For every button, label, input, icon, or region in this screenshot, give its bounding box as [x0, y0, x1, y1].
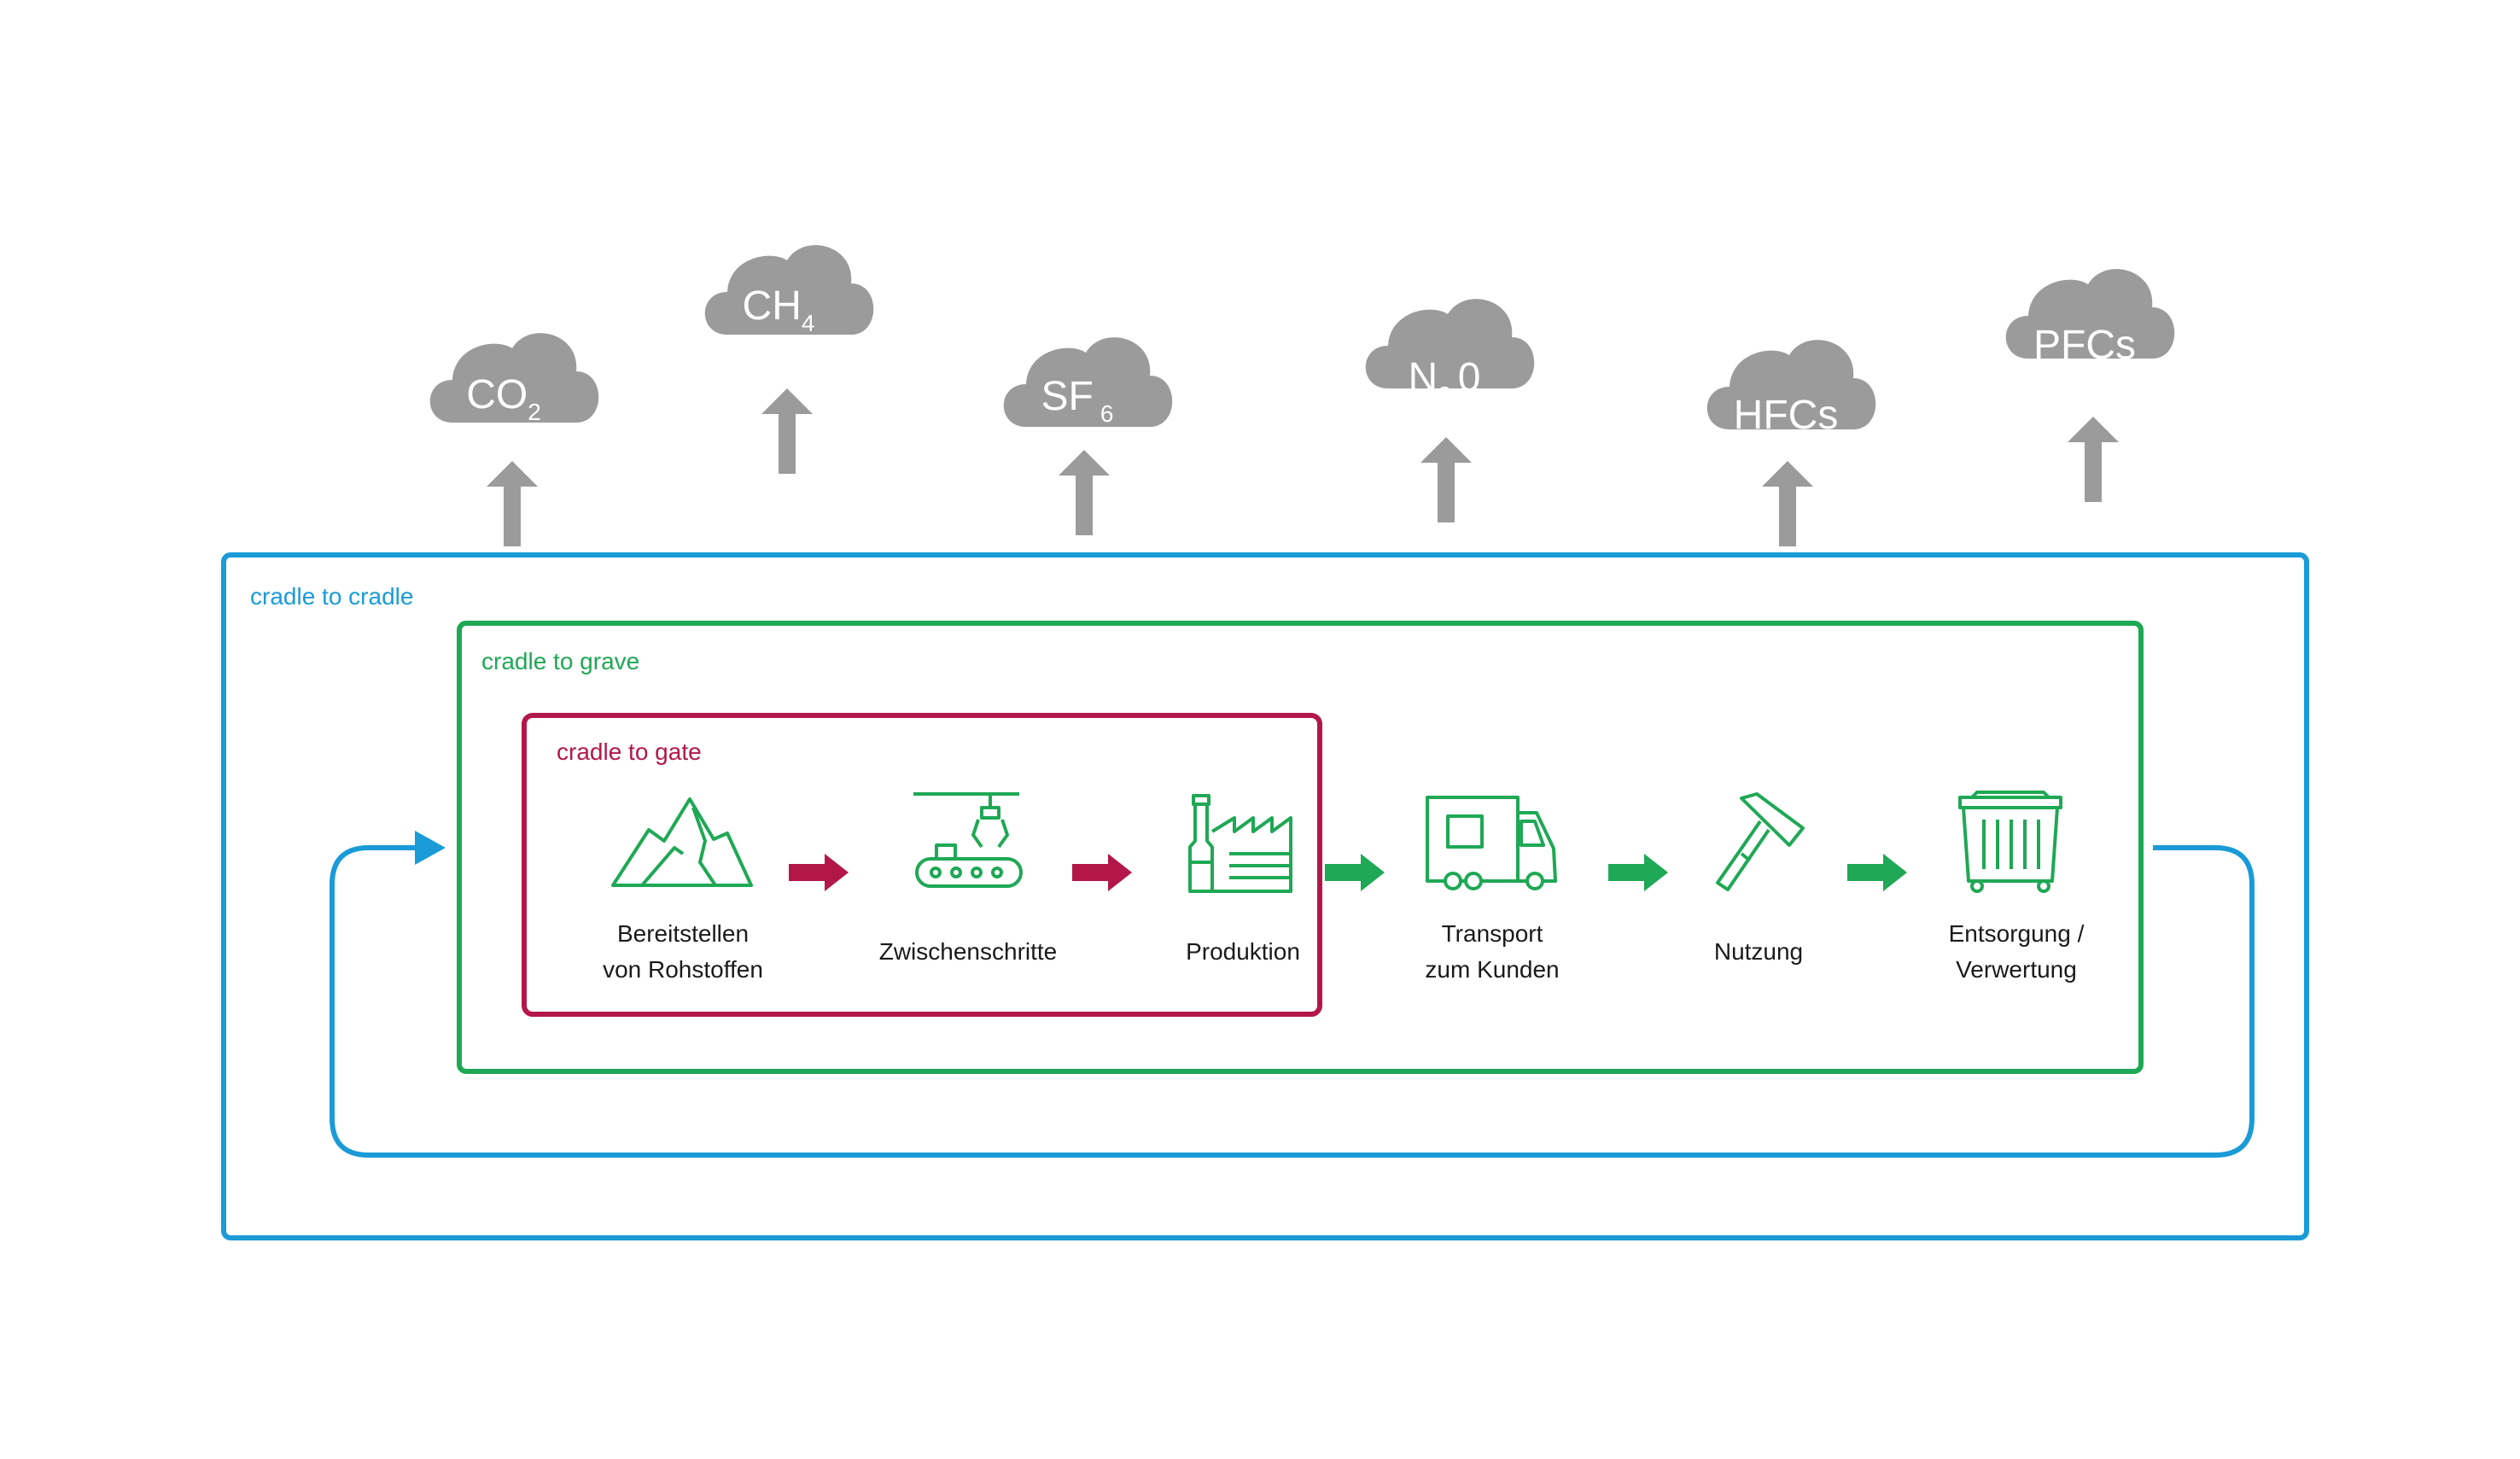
mountain-icon	[611, 797, 753, 887]
up-arrow-icon	[1762, 461, 1813, 546]
cradle-to-cradle-label: cradle to cradle	[250, 583, 413, 610]
process-arrow-2	[1072, 854, 1132, 891]
cradle-to-gate-label: cradle to gate	[557, 738, 702, 765]
conveyor-robot-icon	[913, 792, 1023, 888]
step-label-disposal-line2: Verwertung	[1956, 956, 2077, 983]
emission-label: CO2	[466, 372, 541, 425]
step-label-raw-materials-line2: von Rohstoffen	[603, 956, 763, 983]
emission-ch4: CH4	[704, 245, 874, 474]
up-arrow-icon	[1059, 450, 1110, 535]
emission-label: PFCs	[2033, 323, 2136, 368]
emission-label: CH4	[743, 283, 815, 336]
process-arrow-4	[1608, 854, 1668, 891]
factory-icon	[1188, 794, 1292, 893]
emission-co2: CO2	[429, 333, 599, 546]
up-arrow-icon	[1420, 437, 1472, 522]
cradle-to-gate-box	[522, 713, 1322, 1017]
cloud-icon	[1365, 299, 1535, 388]
hammer-icon	[1716, 792, 1805, 891]
step-label-production: Produktion	[1186, 938, 1300, 965]
process-arrow-5	[1847, 854, 1907, 891]
emission-pfcs: PFCs	[2005, 269, 2175, 502]
process-arrow-3	[1325, 854, 1385, 891]
step-label-transport-line1: Transport	[1442, 920, 1543, 947]
up-arrow-icon	[2068, 417, 2119, 502]
up-arrow-icon	[761, 388, 813, 474]
cradle-to-grave-box	[457, 621, 2144, 1074]
cradle-to-cradle-box	[221, 552, 2309, 1240]
step-label-intermediate: Zwischenschritte	[879, 938, 1058, 965]
emission-hfcs: HFCs	[1706, 340, 1876, 546]
process-arrow-1	[789, 854, 849, 891]
step-label-transport-line2: zum Kunden	[1425, 956, 1559, 983]
emission-label: HFCs	[1734, 393, 1839, 438]
cradle-to-grave-label: cradle to grave	[481, 648, 639, 674]
waste-container-icon	[1958, 791, 2062, 893]
step-label-raw-materials-line1: Bereitstellen	[617, 920, 749, 947]
recycling-loop-arrow	[330, 831, 2255, 1158]
up-arrow-icon	[487, 461, 538, 546]
step-label-disposal-line1: Entsorgung /	[1949, 920, 2085, 947]
step-label-usage: Nutzung	[1714, 938, 1803, 965]
truck-icon	[1426, 796, 1557, 890]
